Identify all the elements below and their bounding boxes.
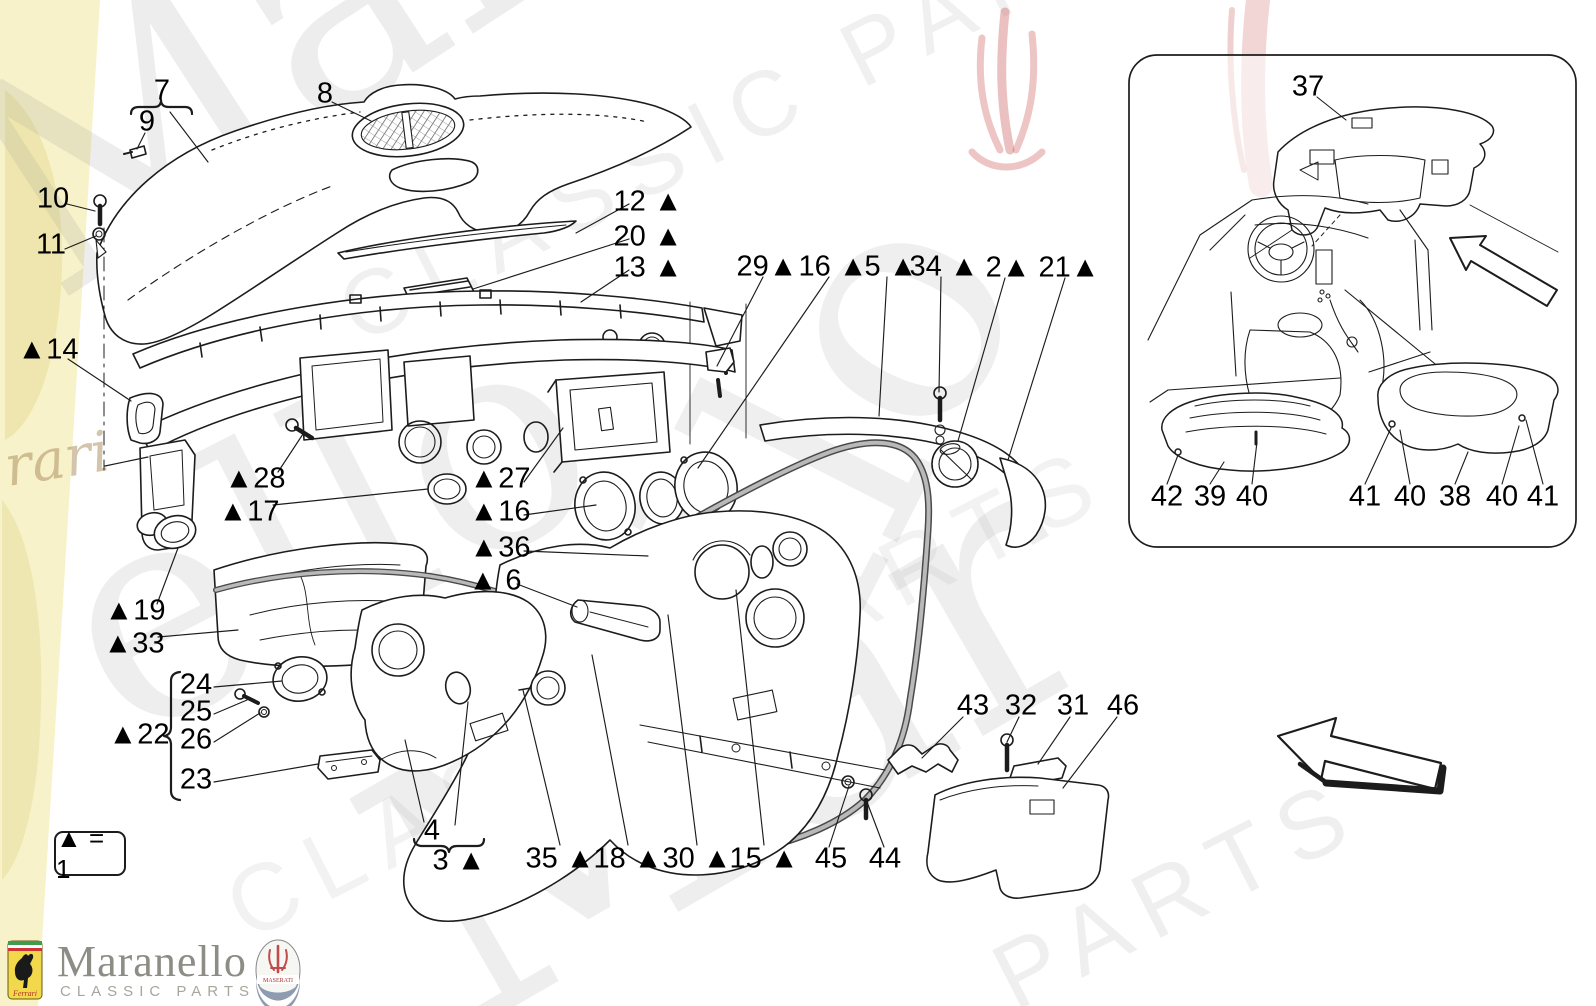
- callout-3: 3 ▲: [432, 844, 486, 877]
- upper-frame: [132, 289, 747, 445]
- callout-9: 9: [138, 105, 156, 138]
- brand-logos: Ferrari MASERATI: [7, 939, 301, 1006]
- grab-handle: [569, 599, 661, 642]
- callout-4: 4: [423, 814, 441, 847]
- callout-26: 26: [179, 723, 213, 756]
- left-end-assembly: [126, 392, 197, 551]
- inset-cluster-housing: [1249, 106, 1559, 259]
- callout-41-inset-b: 41: [1526, 480, 1560, 513]
- callout-20: 20 ▲: [613, 220, 683, 253]
- callout-6: ▲ 6: [468, 564, 522, 597]
- group-braces: [129, 98, 486, 854]
- quantity-legend-text: ▲ = 1: [56, 822, 105, 884]
- callout-29: 29▲: [736, 250, 798, 283]
- callout-18: 18 ▲: [593, 842, 663, 875]
- callout-43: 43: [956, 689, 990, 722]
- fasteners: [92, 145, 315, 718]
- brand-bar: Ferrari MASERATI Maranello CLASSIC PARTS: [0, 930, 520, 1006]
- callout-5: 5 ▲: [864, 250, 918, 283]
- inset-cover-part: [1161, 392, 1351, 472]
- maserati-label: MASERATI: [263, 978, 293, 984]
- callout-27: ▲27: [469, 462, 531, 495]
- callout-19: ▲19: [104, 594, 166, 627]
- callout-11: 11: [35, 228, 67, 261]
- callout-23: 23: [179, 763, 213, 796]
- callout-8: 8: [316, 77, 334, 110]
- callout-30: 30 ▲: [662, 842, 732, 875]
- inset-direction-arrow: [1449, 235, 1558, 307]
- dashboard-top-pad: [96, 83, 692, 345]
- quantity-legend: ▲ = 1: [54, 823, 126, 884]
- direction-arrow: [1276, 716, 1447, 795]
- callout-12: 12 ▲: [613, 185, 683, 218]
- callout-10: 10: [36, 182, 70, 215]
- inset-panel: [1128, 54, 1577, 548]
- brand-name: Maranello: [57, 937, 247, 986]
- bracket-group: [841, 733, 1110, 899]
- ferrari-shield-watermark: rari: [0, 0, 114, 1006]
- callout-44: 44: [868, 842, 902, 875]
- brand-tagline: CLASSIC PARTS: [60, 983, 255, 1000]
- trim-strip: [337, 220, 577, 260]
- speaker-grille: [351, 102, 465, 158]
- ferrari-label: Ferrari: [12, 989, 37, 998]
- callout-45: 45: [814, 842, 848, 875]
- callout-38-inset: 38: [1438, 480, 1472, 513]
- callout-14: ▲14: [17, 333, 79, 366]
- callout-25: 25: [179, 695, 213, 728]
- mounting-rail: [317, 749, 381, 780]
- inset-leader-lines: [1166, 96, 1544, 485]
- callout-15: 15 ▲: [729, 842, 799, 875]
- inset-shroud-part: [1377, 362, 1559, 454]
- callout-13: 13 ▲: [613, 251, 683, 284]
- gasket-ring: [427, 473, 467, 505]
- callout-7: 7: [153, 74, 171, 107]
- right-dash-band: [705, 347, 1047, 548]
- callout-32: 32: [1004, 689, 1038, 722]
- callout-42-inset: 42: [1150, 480, 1184, 513]
- maserati-badge-logo: MASERATI: [255, 939, 301, 1006]
- callout-24: 24: [179, 668, 213, 701]
- callout-33: ▲33: [103, 627, 165, 660]
- callout-28: ▲28: [224, 462, 286, 495]
- svg-text:rari: rari: [0, 419, 114, 500]
- leader-lines: [64, 101, 1118, 848]
- callout-35: 35 ▲: [525, 842, 595, 875]
- callout-37: 37: [1291, 70, 1325, 103]
- main-carrier: [103, 227, 736, 471]
- callout-31: 31: [1056, 689, 1090, 722]
- glove-box: [547, 371, 671, 473]
- callout-17: ▲17: [218, 495, 280, 528]
- callout-46: 46: [1106, 689, 1140, 722]
- speaker-bezels: [272, 451, 738, 702]
- callout-40-inset-b: 40: [1393, 480, 1427, 513]
- callout-21: 21▲: [1038, 251, 1100, 284]
- ferrari-shield-logo: Ferrari: [7, 940, 43, 1000]
- callout-39-inset: 39: [1193, 480, 1227, 513]
- callout-40-inset-a: 40: [1235, 480, 1269, 513]
- callout-22: ▲22: [108, 718, 170, 751]
- callout-36: ▲36: [469, 531, 531, 564]
- callout-2: 2▲: [985, 251, 1031, 284]
- callout-34: 34 ▲: [909, 250, 979, 283]
- callout-40-inset-c: 40: [1485, 480, 1519, 513]
- callout-16-mid: ▲16: [469, 495, 531, 528]
- callout-41-inset-a: 41: [1348, 480, 1382, 513]
- callout-16-top: 16 ▲: [798, 250, 868, 283]
- column-cover: [350, 590, 566, 772]
